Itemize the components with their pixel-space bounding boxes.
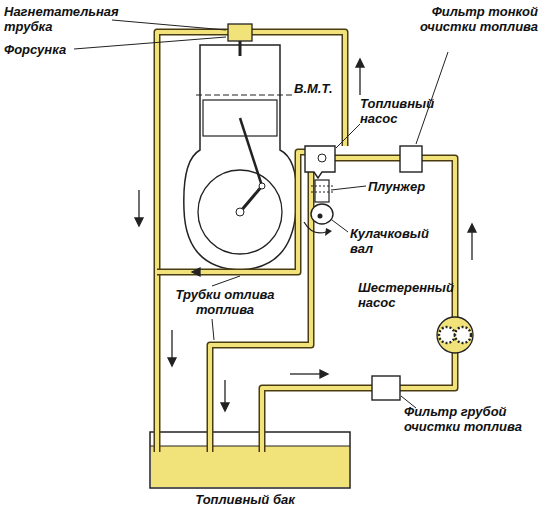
pump-valve xyxy=(318,154,326,162)
leader-line xyxy=(112,20,226,30)
tdc-label: В.М.Т. xyxy=(294,81,344,96)
injector-nozzle xyxy=(239,40,242,56)
pipe xyxy=(400,353,455,388)
crank-arm xyxy=(240,186,262,212)
flow-arrow xyxy=(224,380,225,405)
flow-arrow xyxy=(359,65,360,95)
leader-line xyxy=(331,186,366,190)
crank-pin xyxy=(259,183,265,189)
part-label: Кулачковый вал xyxy=(350,226,430,256)
part-label: Трубки отлива топлива xyxy=(160,287,290,317)
leader-line xyxy=(74,37,226,49)
part-label: Фильтр тонкой очистки топлива xyxy=(420,4,538,34)
gear xyxy=(439,327,455,343)
part-label: Нагнетательная трубка xyxy=(4,4,122,34)
fuel-level xyxy=(151,446,349,487)
fuel-pump xyxy=(305,146,335,178)
pipe xyxy=(335,156,400,160)
pipe-outline xyxy=(157,152,305,272)
cam xyxy=(311,204,333,224)
plunger-spring xyxy=(311,186,333,187)
coarse-filter xyxy=(372,376,400,400)
plunger-spring xyxy=(311,192,333,193)
injector xyxy=(228,24,252,41)
pipe-outline xyxy=(335,155,400,162)
part-label: Шестеренный насос xyxy=(358,280,444,310)
flow-arrow xyxy=(290,373,322,374)
pipe xyxy=(262,388,372,452)
pipe xyxy=(157,152,305,272)
leader-line xyxy=(332,220,348,232)
leader-line xyxy=(336,124,360,148)
leader-line xyxy=(212,319,214,340)
engine-outline xyxy=(184,45,297,270)
tdc-line xyxy=(196,95,292,96)
part-label: Плунжер xyxy=(368,179,448,194)
flow-arrowhead xyxy=(168,358,176,366)
crank-journal xyxy=(236,208,244,216)
gear xyxy=(455,327,471,343)
camshaft xyxy=(318,214,323,219)
connecting-rod xyxy=(240,118,262,186)
fuel-surface xyxy=(150,446,350,447)
flow-arrowhead xyxy=(468,224,476,232)
flow-arrow xyxy=(138,190,139,220)
flow-arrowhead xyxy=(135,218,143,226)
gear-pump-housing xyxy=(437,317,473,353)
flow-arrow xyxy=(471,230,472,260)
part-label: Топливный бак xyxy=(180,492,310,507)
flow-arrowhead xyxy=(356,59,364,67)
pipe-outline xyxy=(262,388,372,452)
part-label: Фильтр грубой очистки топлива xyxy=(404,404,536,434)
flow-arrowhead xyxy=(221,403,229,411)
rotation-arrowhead xyxy=(325,228,332,236)
rotation-arrow xyxy=(304,222,326,233)
leader-line xyxy=(212,276,240,286)
pipe xyxy=(157,32,228,452)
fine-filter xyxy=(400,146,422,172)
plunger xyxy=(315,180,329,202)
flow-arrowhead xyxy=(320,370,328,378)
tank-outline xyxy=(150,432,350,488)
pipe-outline xyxy=(252,32,345,146)
pipe-outline xyxy=(400,353,455,388)
crankshaft-circle xyxy=(198,170,282,254)
flow-arrow xyxy=(171,330,172,360)
pipe-outline xyxy=(157,32,228,452)
part-label: Топливный насос xyxy=(360,96,440,126)
part-label: Форсунка xyxy=(4,42,84,57)
pipe xyxy=(252,32,345,146)
flow-arrowhead xyxy=(192,268,200,276)
